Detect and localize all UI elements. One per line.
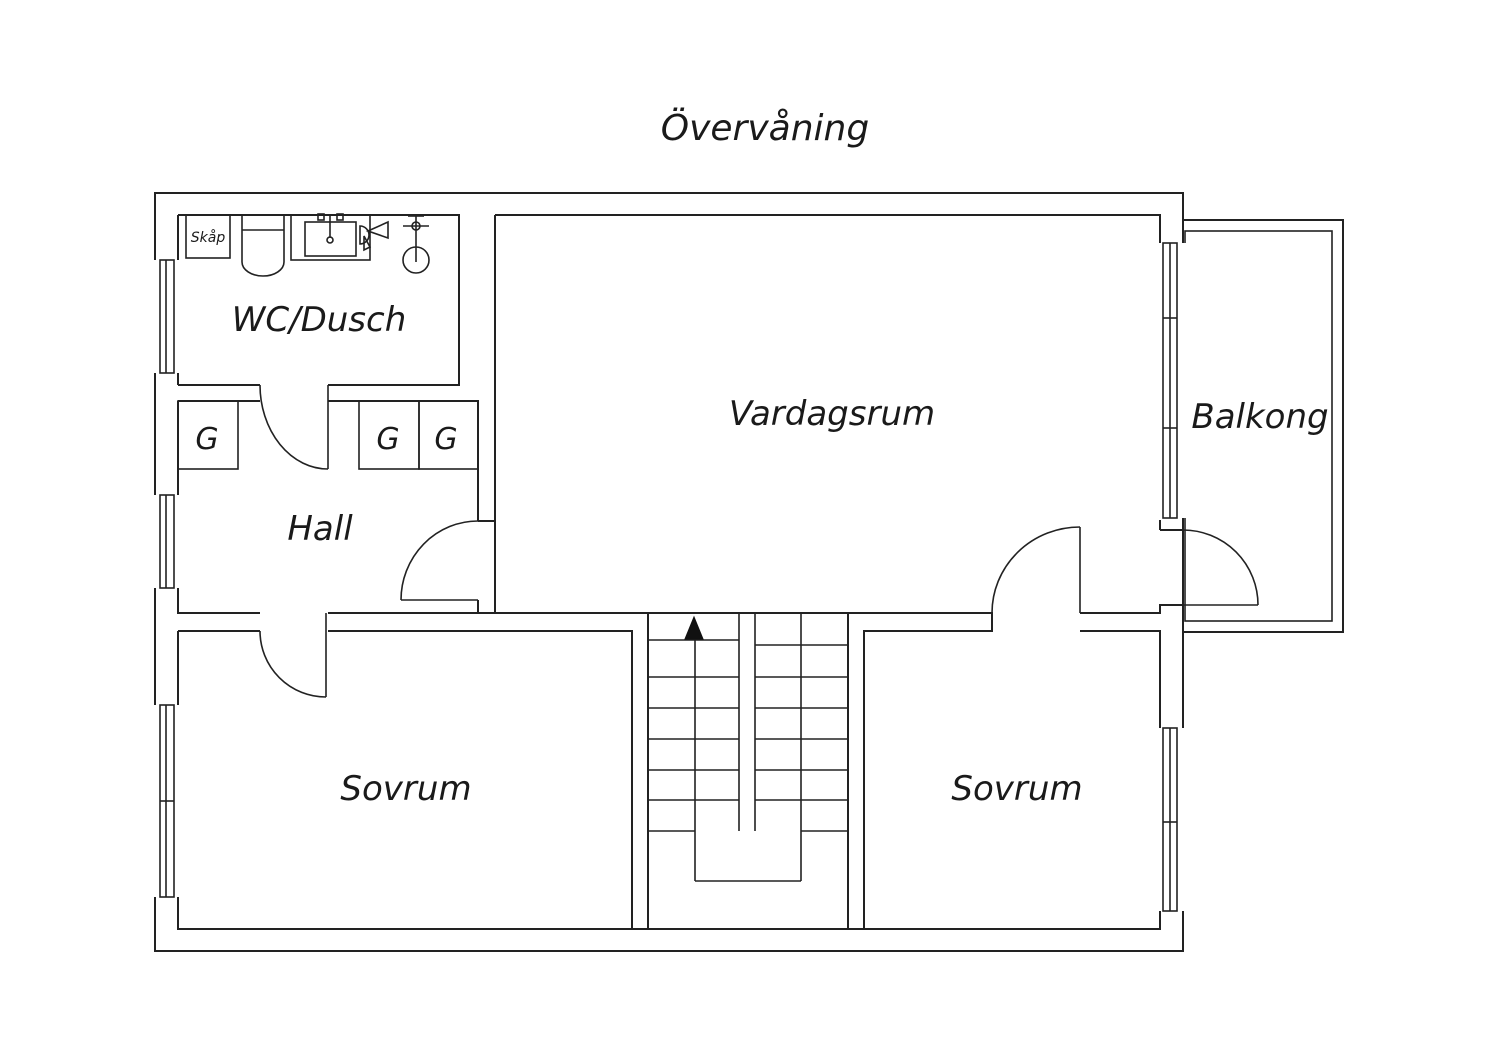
stair-direction-arrow-icon bbox=[684, 615, 704, 640]
room-label-hall: Hall bbox=[287, 509, 353, 549]
bathroom-fixtures bbox=[185, 213, 430, 277]
hairdryer-icon bbox=[359, 220, 389, 252]
cabinet bbox=[185, 214, 231, 259]
room-label-wc-dusch: WC/Dusch bbox=[232, 300, 407, 340]
doors bbox=[259, 384, 1259, 698]
staircase bbox=[648, 613, 848, 882]
room-label-sovrum-right: Sovrum bbox=[951, 769, 1082, 809]
toilet-icon bbox=[241, 215, 285, 277]
floor-title: Övervåning bbox=[661, 107, 869, 149]
closet-label-g3: G bbox=[434, 422, 457, 457]
room-label-vardagsrum: Vardagsrum bbox=[729, 394, 935, 434]
closet-label-g1: G bbox=[195, 422, 218, 457]
label-skap: Skåp bbox=[191, 229, 226, 246]
closet-label-g2: G bbox=[376, 422, 399, 457]
windows bbox=[152, 242, 1186, 912]
shower-icon bbox=[402, 215, 430, 274]
closets bbox=[177, 400, 479, 470]
sink-icon bbox=[290, 213, 371, 261]
closet-g1 bbox=[177, 400, 239, 470]
closet-g3 bbox=[418, 400, 479, 470]
room-label-sovrum-left: Sovrum bbox=[340, 769, 471, 809]
room-label-balkong: Balkong bbox=[1191, 397, 1328, 437]
